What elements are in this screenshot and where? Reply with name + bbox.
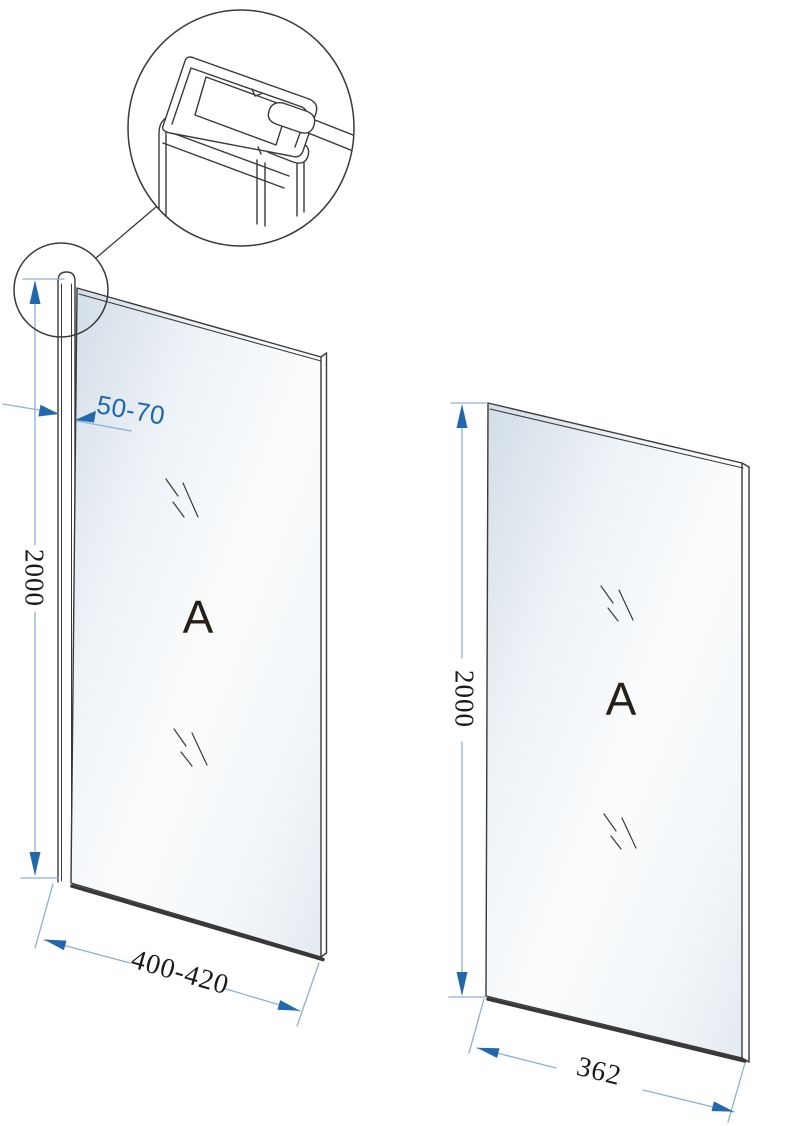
glass-right-thickness	[741, 462, 750, 1063]
left-panel-glass-label: A	[182, 591, 214, 643]
arrow-up	[456, 404, 468, 428]
arrow-right	[38, 404, 59, 417]
profile-body-fill	[159, 115, 194, 216]
right-panel-drawing	[485, 402, 750, 1063]
glass-right-thickness	[320, 352, 328, 958]
lower-channel-bottom	[162, 142, 285, 189]
ext-line-left	[468, 998, 485, 1054]
ext-line-left	[34, 883, 54, 949]
arrow-up	[29, 280, 41, 304]
clamped-glass-edge	[194, 76, 289, 146]
right-panel-glass-label: A	[605, 673, 637, 725]
arrow-down	[29, 852, 41, 876]
arrow-upleft	[477, 1047, 500, 1058]
arrow-downright	[277, 1000, 300, 1011]
right-panel-dimensions	[448, 402, 746, 1123]
glass-hatch-upper	[600, 585, 634, 622]
clip-notch-lower	[257, 146, 262, 155]
arrow-downright	[711, 1101, 734, 1112]
wall-profile-cross-section	[158, 56, 354, 227]
arrow-upleft	[44, 939, 67, 951]
left-panel-height-dimension: 2000	[19, 549, 50, 607]
callout-connector-line	[95, 206, 157, 259]
left-panel-drawing	[57, 271, 328, 962]
ext-line-right	[296, 962, 320, 1027]
arrow-down	[456, 972, 468, 996]
small-detail-circle	[13, 242, 109, 338]
glass-bottom-edge-thick	[486, 997, 747, 1063]
glass-hatch-lower	[173, 728, 208, 767]
glass-hatch-upper	[165, 478, 199, 518]
clip-notch-upper	[251, 88, 262, 97]
upper-hook-tab	[267, 101, 316, 134]
right-panel-height-dimension: 2000	[449, 670, 480, 728]
glass-top-edge-line	[489, 408, 744, 469]
lower-channel-top	[166, 130, 290, 177]
glass-pane	[485, 402, 743, 1059]
glass-hatch-lower	[603, 813, 637, 850]
large-detail-circle	[127, 9, 355, 247]
ext-line-right	[727, 1062, 746, 1123]
detail-callout	[13, 9, 355, 338]
left-panel-dimensions	[2, 278, 320, 1027]
glass-top-edge-line	[78, 293, 322, 362]
leader-line-under-text	[76, 420, 132, 432]
arrow-left	[75, 410, 96, 423]
glass-bottom-edge-thick	[70, 884, 325, 962]
